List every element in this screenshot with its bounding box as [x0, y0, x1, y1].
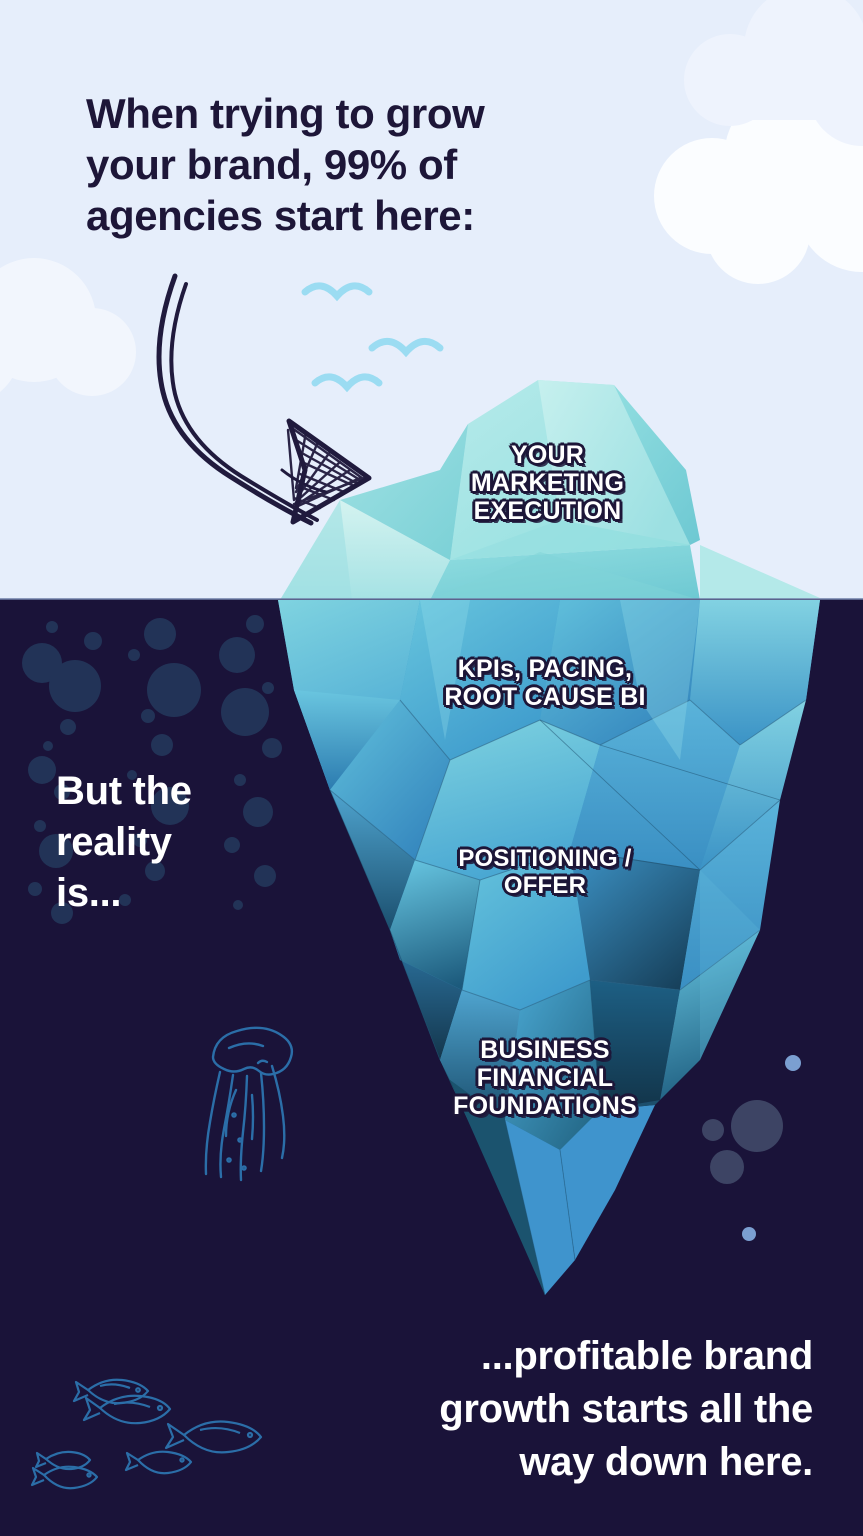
reality-callout: But the reality is... — [56, 769, 192, 916]
bird-icon — [301, 282, 373, 302]
page-headline: When trying to grow your brand, 99% of a… — [86, 90, 485, 240]
iceberg-label-positioning-offer: POSITIONING / OFFER — [458, 845, 632, 899]
cloud-icon — [684, 0, 863, 146]
jellyfish-icon — [204, 1026, 294, 1182]
iceberg-label-business-financial-foundations: BUSINESS FINANCIAL FOUNDATIONS — [453, 1036, 637, 1120]
bubbles-right — [702, 1055, 801, 1241]
iceberg-label-marketing-execution: YOUR MARKETING EXECUTION — [470, 441, 625, 525]
closing-statement: ...profitable brand growth starts all th… — [439, 1334, 813, 1484]
fish-icon — [34, 1450, 92, 1471]
iceberg-submerged — [278, 600, 820, 1296]
fish-icon — [124, 1450, 193, 1475]
fish-icon — [82, 1394, 172, 1425]
iceberg-label-kpis-pacing: KPIs, PACING, ROOT CAUSE BI — [444, 655, 646, 711]
bird-icon — [311, 373, 383, 393]
fish-icon — [30, 1465, 99, 1490]
cloud-icon — [0, 258, 136, 396]
fish-icon — [164, 1420, 263, 1454]
bird-icon — [368, 338, 444, 358]
cloud-icon — [654, 82, 863, 284]
iceberg-tip — [280, 380, 820, 599]
fish-icon — [72, 1378, 150, 1405]
bubbles-left — [22, 615, 282, 924]
